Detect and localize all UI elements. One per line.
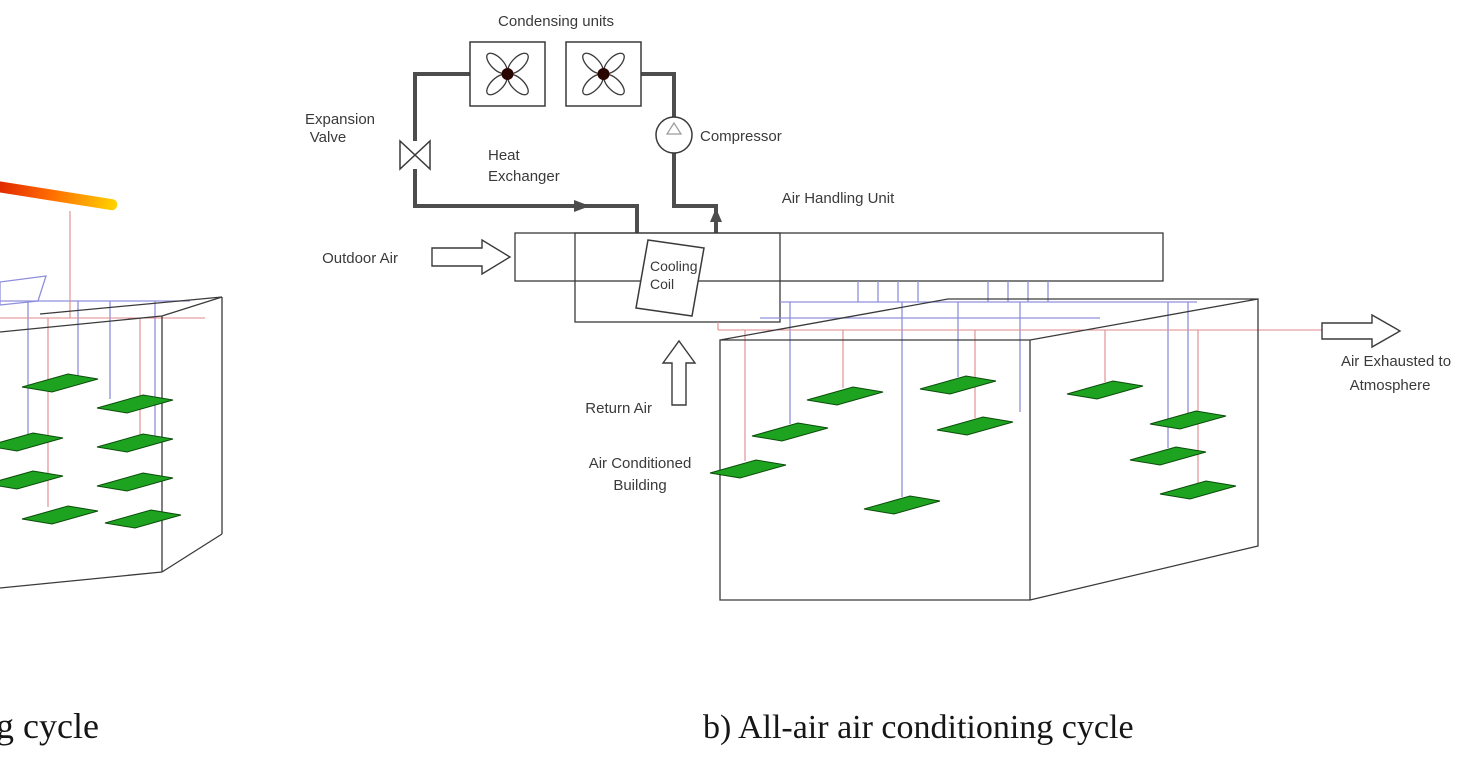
partial-return-pipes xyxy=(0,211,205,507)
building-wireframe xyxy=(719,298,1259,601)
expansion-valve-icon xyxy=(399,139,431,171)
return-air-arrow xyxy=(661,339,697,406)
outdoor-air-label: Outdoor Air xyxy=(322,250,398,267)
expansion-valve-label-2: Valve xyxy=(310,129,346,146)
building-shelves xyxy=(709,375,1237,515)
heat-exchanger-label-2: Exchanger xyxy=(488,168,560,185)
condensing-units-label: Condensing units xyxy=(498,13,614,30)
air-exhausted-arrow xyxy=(1321,313,1402,349)
return-air-label: Return Air xyxy=(585,400,652,417)
air-exhausted-label-2: Atmosphere xyxy=(1350,377,1431,394)
partial-building-shelves xyxy=(0,373,182,529)
expansion-valve-label: Expansion xyxy=(305,111,375,128)
flow-arrow-right xyxy=(574,200,590,212)
all-air-ac-diagram: Condensing units Expansion Valve xyxy=(305,13,1451,601)
hot-gradient-bar xyxy=(0,177,118,211)
cooling-coil-icon xyxy=(635,239,705,317)
compressor-label: Compressor xyxy=(700,128,782,145)
refrigerant-pipe-loop xyxy=(413,72,718,233)
condensing-unit-2 xyxy=(565,41,642,107)
air-conditioned-building-label: Air Conditioned xyxy=(589,455,692,472)
partial-building-wireframe xyxy=(0,296,223,589)
air-conditioned-building-label-2: Building xyxy=(613,477,666,494)
cooling-coil-box xyxy=(574,232,781,323)
caption-left-partial: g cycle xyxy=(0,706,99,746)
compressor-icon xyxy=(655,116,693,154)
caption-right: b) All-air air conditioning cycle xyxy=(703,709,1134,746)
cooling-coil-label: Cooling xyxy=(650,258,697,274)
air-handling-unit-label: Air Handling Unit xyxy=(782,190,895,207)
condensing-unit-1 xyxy=(469,41,546,107)
air-exhausted-label: Air Exhausted to xyxy=(1341,353,1451,370)
cooling-coil-label-2: Coil xyxy=(650,276,674,292)
partial-refrigeration-diagram xyxy=(0,177,223,589)
ahu-duct xyxy=(514,232,1164,282)
outdoor-air-arrow xyxy=(431,238,512,276)
fan-icon xyxy=(582,52,625,96)
return-pipe-network xyxy=(717,322,1322,483)
heat-exchanger-label: Heat xyxy=(488,147,521,164)
flow-arrow-up xyxy=(710,208,722,222)
fan-icon xyxy=(486,52,529,96)
partial-supply-ducts xyxy=(0,300,190,438)
